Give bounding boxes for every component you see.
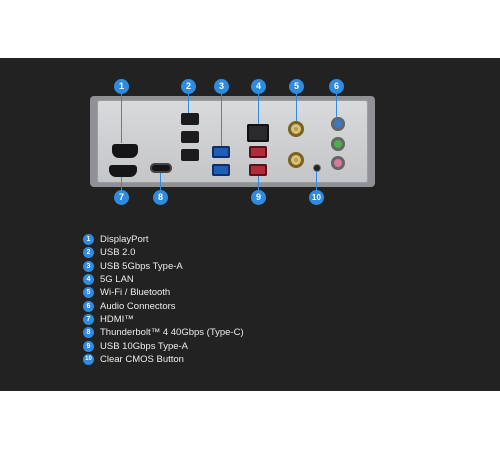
legend-badge: 4 — [83, 274, 94, 286]
legend-item: 9 USB 10Gbps Type-A — [83, 339, 244, 352]
usb2-port — [181, 131, 199, 143]
audio-jack-pink — [331, 156, 345, 170]
legend-badge: 5 — [83, 287, 94, 299]
callout-line — [296, 93, 297, 121]
legend-item: 1 DisplayPort — [83, 233, 244, 246]
callout-line — [221, 93, 222, 146]
audio-jack-blue — [331, 117, 345, 131]
thunderbolt-port — [150, 163, 172, 173]
legend-badge: 7 — [83, 313, 94, 325]
callout-line — [316, 171, 317, 191]
lan-port — [247, 124, 269, 142]
hdmi-port — [109, 165, 137, 177]
callout-badge: 2 — [181, 79, 196, 94]
legend-label: USB 2.0 — [100, 247, 136, 259]
callout-line — [160, 173, 161, 191]
callout-line — [121, 177, 122, 191]
wifi-antenna-connector — [288, 121, 304, 137]
legend-badge: 2 — [83, 247, 94, 259]
legend-item: 5 Wi-Fi / Bluetooth — [83, 286, 244, 299]
legend-item: 6 Audio Connectors — [83, 299, 244, 312]
io-shield — [97, 100, 368, 183]
legend-badge: 1 — [83, 234, 94, 246]
legend-label: Wi-Fi / Bluetooth — [100, 287, 171, 299]
callout-badge: 4 — [251, 79, 266, 94]
usb-5gbps-port — [212, 146, 230, 158]
legend-item: 2 USB 2.0 — [83, 246, 244, 259]
legend-badge: 3 — [83, 260, 94, 272]
legend-badge: 9 — [83, 340, 94, 352]
callout-line — [188, 93, 189, 113]
usb2-port — [181, 113, 199, 125]
legend-item: 10 Clear CMOS Button — [83, 353, 244, 366]
callout-badge: 6 — [329, 79, 344, 94]
callout-line — [258, 176, 259, 191]
callout-badge: 1 — [114, 79, 129, 94]
legend-item: 7 HDMI™ — [83, 313, 244, 326]
legend-label: Thunderbolt™ 4 40Gbps (Type-C) — [100, 327, 244, 339]
clear-cmos-button — [314, 165, 320, 171]
callout-badge: 9 — [251, 190, 266, 205]
usb2-port — [181, 149, 199, 161]
displayport-port — [112, 144, 138, 158]
legend-item: 4 5G LAN — [83, 273, 244, 286]
usb-5gbps-port — [212, 164, 230, 176]
callout-badge: 3 — [214, 79, 229, 94]
legend-badge: 10 — [83, 353, 94, 365]
callout-line — [121, 93, 122, 143]
legend-label: 5G LAN — [100, 274, 134, 286]
callout-badge: 8 — [153, 190, 168, 205]
legend: 1 DisplayPort 2 USB 2.0 3 USB 5Gbps Type… — [83, 233, 244, 366]
legend-label: USB 5Gbps Type-A — [100, 260, 183, 272]
legend-badge: 6 — [83, 300, 94, 312]
legend-item: 8 Thunderbolt™ 4 40Gbps (Type-C) — [83, 326, 244, 339]
wifi-antenna-connector — [288, 152, 304, 168]
legend-label: Clear CMOS Button — [100, 353, 184, 365]
usb-10gbps-port — [249, 146, 267, 158]
callout-line — [336, 93, 337, 117]
callout-badge: 5 — [289, 79, 304, 94]
usb-10gbps-port — [249, 164, 267, 176]
legend-label: USB 10Gbps Type-A — [100, 340, 189, 352]
callout-badge: 7 — [114, 190, 129, 205]
legend-label: HDMI™ — [100, 313, 134, 325]
legend-label: Audio Connectors — [100, 300, 176, 312]
callout-badge: 10 — [309, 190, 324, 205]
legend-badge: 8 — [83, 327, 94, 339]
audio-jack-green — [331, 137, 345, 151]
legend-item: 3 USB 5Gbps Type-A — [83, 260, 244, 273]
callout-line — [258, 93, 259, 124]
legend-label: DisplayPort — [100, 234, 149, 246]
